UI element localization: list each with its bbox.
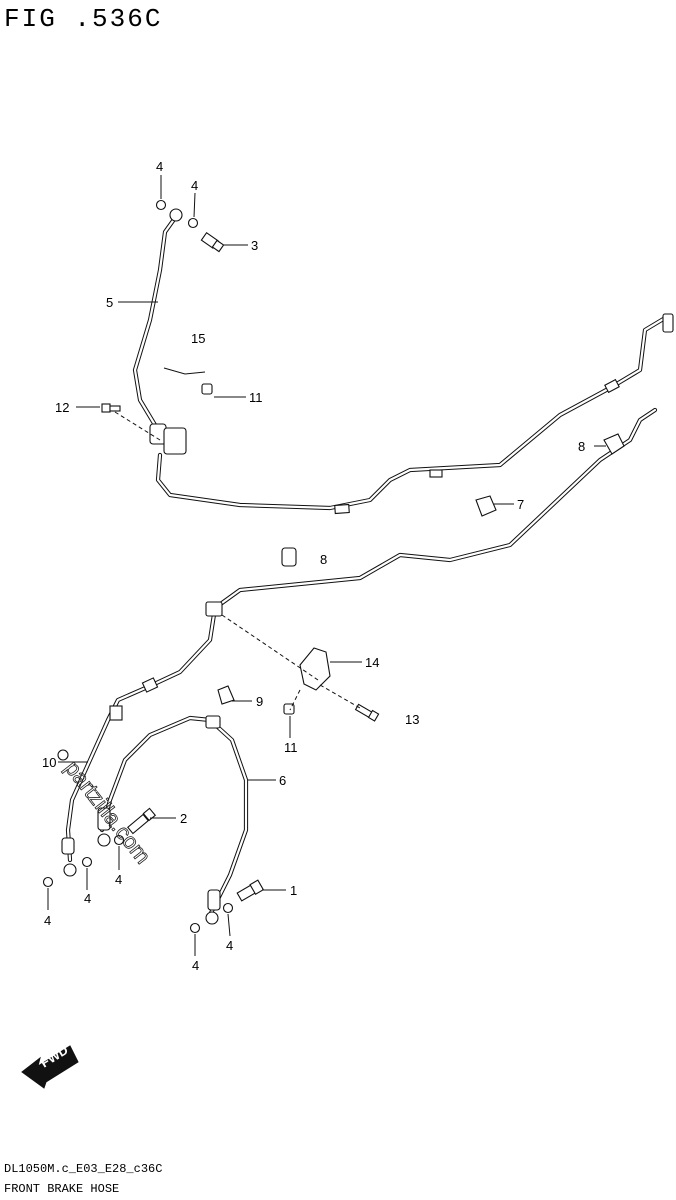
pipe-joint — [205, 601, 223, 617]
washer — [155, 199, 167, 211]
callout-10: 10 — [42, 755, 56, 770]
hose-fitting — [207, 889, 221, 911]
washer — [189, 922, 201, 934]
clamp-8-lower — [281, 547, 297, 567]
callout-8: 8 — [578, 439, 585, 454]
clamp-10 — [57, 749, 69, 761]
banjo-eye — [169, 208, 183, 222]
pipe-sleeve — [141, 677, 159, 693]
callout-7: 7 — [517, 497, 524, 512]
callout-11: 11 — [249, 390, 263, 405]
callout-4: 4 — [192, 958, 199, 973]
washer — [113, 834, 125, 846]
pipe-sleeve — [334, 503, 350, 515]
hose-fitting — [97, 807, 111, 831]
model-code: DL1050M.c_E03_E28_c36C — [4, 1162, 163, 1176]
brake-hose-5 — [132, 208, 187, 455]
clip-11-lower — [283, 703, 295, 715]
clamp-9 — [217, 685, 235, 705]
figure-caption: FRONT BRAKE HOSE — [4, 1182, 120, 1196]
brake-hose-6 — [97, 715, 249, 925]
washer — [81, 856, 93, 868]
callout-4: 4 — [156, 159, 163, 174]
upper-brake-pipe — [155, 313, 674, 515]
assembly-line — [319, 684, 361, 709]
callout-3: 3 — [251, 238, 258, 253]
callout-6: 6 — [279, 773, 286, 788]
bracket-14 — [299, 647, 331, 691]
callout-5: 5 — [106, 295, 113, 310]
hose-grommet — [205, 715, 221, 729]
washer — [187, 217, 199, 229]
assembly-line — [289, 689, 301, 711]
pipe-sleeve — [604, 378, 620, 394]
washer — [42, 876, 54, 888]
banjo-eye — [205, 911, 219, 925]
figure-title: FIG .536C — [4, 4, 163, 34]
lower-brake-pipe — [61, 407, 658, 877]
bolt-13 — [354, 703, 380, 722]
callout-8: 8 — [320, 552, 327, 567]
pipe-sleeve — [429, 469, 443, 478]
assembly-line — [114, 411, 161, 441]
joint-block — [163, 427, 187, 455]
clamp-7 — [475, 495, 497, 517]
banjo-eye — [97, 833, 111, 847]
callout-4: 4 — [191, 178, 198, 193]
union-bolt-2 — [126, 807, 157, 835]
union-bolt-1 — [236, 879, 265, 902]
hose-fitting — [61, 837, 75, 855]
clip-15 — [163, 367, 206, 375]
callout-4: 4 — [115, 872, 122, 887]
callout-15: 15 — [191, 331, 205, 346]
callout-14: 14 — [365, 655, 379, 670]
clip-11-upper — [201, 383, 213, 395]
callout-11: 11 — [284, 740, 298, 755]
callout-4: 4 — [44, 913, 51, 928]
pipe-fitting — [662, 313, 674, 333]
callout-2: 2 — [180, 811, 187, 826]
callout-12: 12 — [55, 400, 69, 415]
washers — [42, 199, 234, 934]
assembly-line — [221, 614, 319, 681]
callouts: 4 4 3 5 15 12 11 8 7 8 14 9 13 11 10 6 2… — [42, 159, 585, 973]
union-bolt-3 — [200, 231, 225, 253]
callout-4: 4 — [226, 938, 233, 953]
bolt-12 — [101, 403, 121, 413]
banjo-eye — [63, 863, 77, 877]
fwd-arrow-icon: FWD — [21, 1042, 79, 1089]
callout-1: 1 — [290, 883, 297, 898]
leader-lines — [47, 175, 606, 956]
callout-9: 9 — [256, 694, 263, 709]
pipe-sleeve — [109, 705, 123, 721]
callout-4: 4 — [84, 891, 91, 906]
callout-13: 13 — [405, 712, 419, 727]
clamp-8-upper — [603, 433, 625, 455]
washer — [222, 902, 234, 914]
